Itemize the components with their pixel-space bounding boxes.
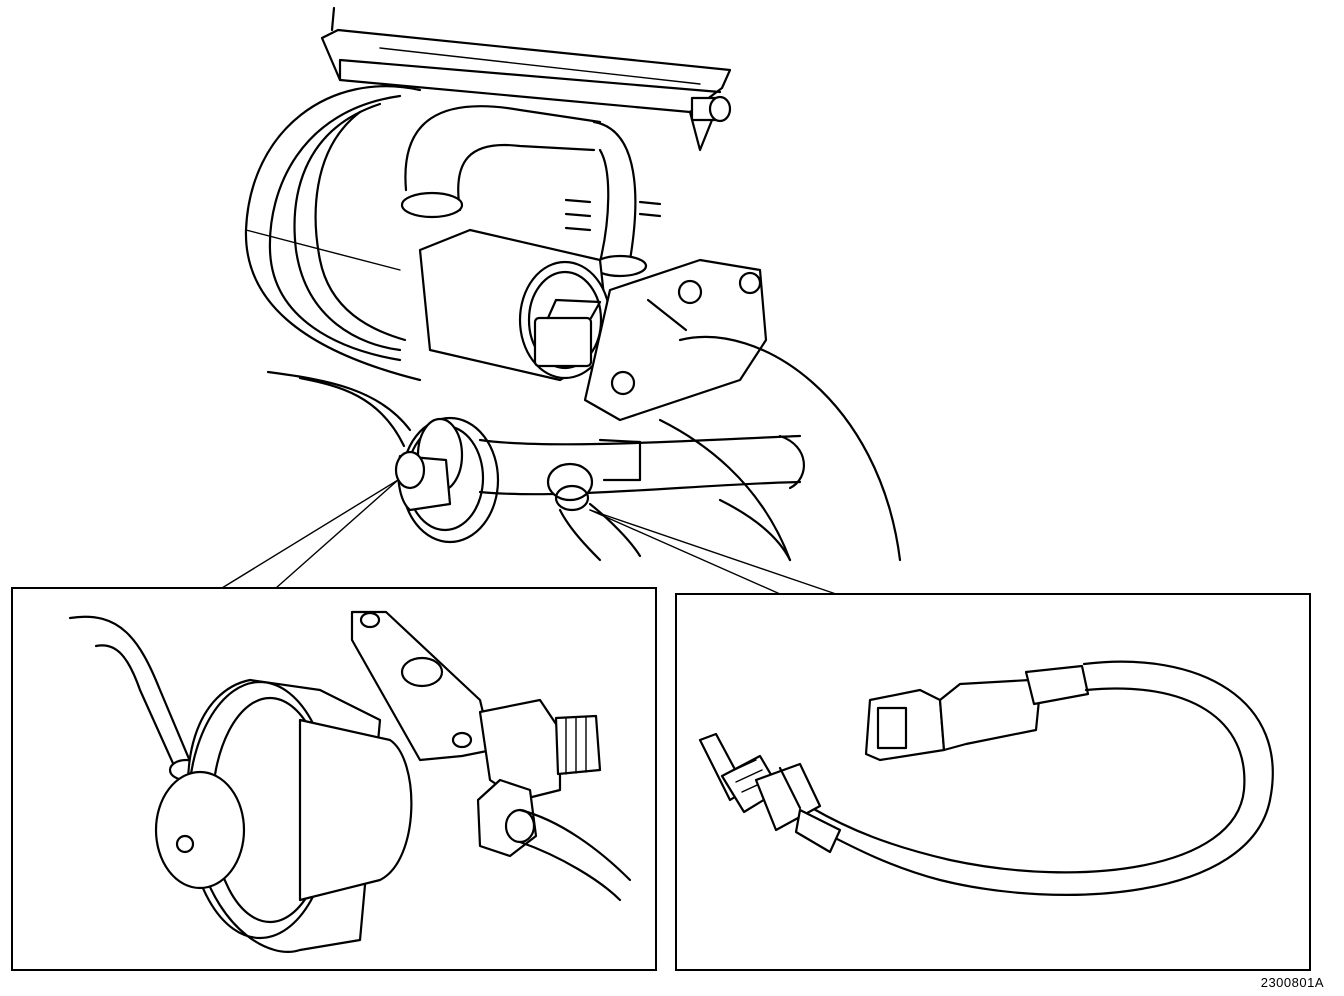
inset-egr-valve xyxy=(11,587,657,971)
top-cover-bracket xyxy=(320,6,732,152)
inset-left-frame xyxy=(11,587,657,971)
inset-temperature-sensor xyxy=(675,593,1311,971)
throttle-flange xyxy=(583,258,768,422)
figure-code: 2300801A xyxy=(1260,975,1324,990)
pipe-nut xyxy=(476,778,632,902)
inset-right-frame xyxy=(675,593,1311,971)
threaded-outlet xyxy=(478,698,602,802)
egr-valve-installed xyxy=(394,416,500,544)
sensor-cable xyxy=(798,660,1274,896)
sensor-probe xyxy=(698,732,842,854)
leader-lines xyxy=(11,479,1311,595)
vacuum-hose xyxy=(68,615,204,782)
mounting-flange xyxy=(350,610,494,762)
intake-hose xyxy=(244,85,422,382)
support-bracket xyxy=(266,370,805,496)
actuator-body xyxy=(418,198,662,382)
diaphragm-housing xyxy=(154,678,413,953)
outlet-duct xyxy=(658,335,902,562)
upper-bypass-pipe xyxy=(400,105,648,278)
engine-assembly-view xyxy=(244,6,902,562)
connector-pins xyxy=(564,198,662,232)
sensor-installed xyxy=(546,462,642,562)
sensor-connector xyxy=(864,664,1090,762)
cover-bolt xyxy=(690,95,732,123)
